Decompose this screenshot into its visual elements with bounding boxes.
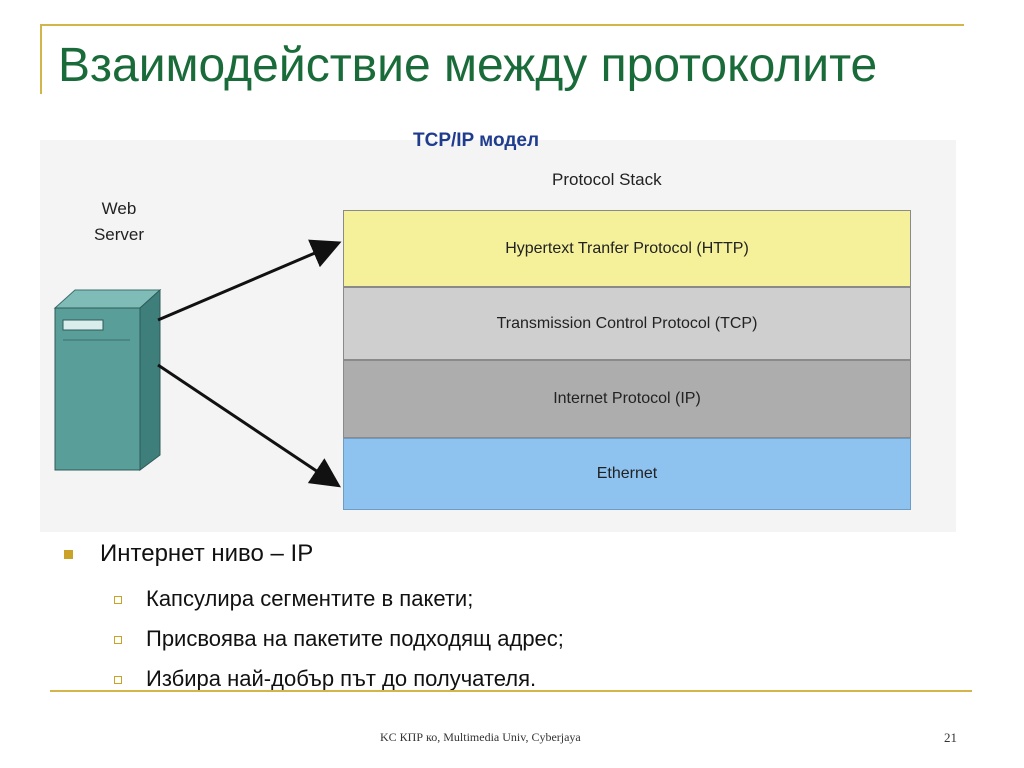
layer-tcp-label: Transmission Control Protocol (TCP) [496, 314, 758, 332]
layer-ip-label: Internet Protocol (IP) [553, 390, 701, 407]
sub-bullet-1-text: Капсулира сегментите в пакети; [146, 586, 474, 611]
top-rule [40, 24, 964, 26]
arrow-to-ethernet [157, 363, 341, 488]
layer-http-label: Hypertext Tranfer Protocol (HTTP) [505, 239, 749, 257]
slide-title: Взаимодействие между протоколите [58, 39, 878, 92]
page-number: 21 [944, 730, 957, 745]
square-bullet-icon [64, 550, 73, 559]
layer-http: Hypertext Tranfer Protocol (HTTP) [343, 210, 911, 287]
web-server-label: Web Server [86, 196, 152, 248]
sub-bullet-2-text: Присвоява на пакетите подходящ адрес; [146, 626, 564, 651]
bullet-main-text: Интернет ниво – IP [100, 540, 314, 567]
layer-ethernet: Ethernet [343, 438, 911, 510]
layer-ethernet-label: Ethernet [596, 465, 658, 482]
server-label-line-2: Server [93, 225, 145, 244]
layer-tcp: Transmission Control Protocol (TCP) [343, 287, 911, 360]
bottom-rule [50, 690, 972, 692]
hollow-square-bullet-icon [114, 676, 122, 684]
server-icon [53, 288, 162, 471]
protocol-stack-title: Protocol Stack [552, 170, 662, 189]
hollow-square-bullet-icon [114, 596, 122, 604]
arrow-to-http [157, 239, 342, 322]
left-rule [40, 24, 42, 94]
sub-bullet-3-text: Избира най-добър път до получателя. [146, 666, 537, 691]
hollow-square-bullet-icon [114, 636, 122, 644]
layer-ip: Internet Protocol (IP) [343, 360, 911, 438]
server-label-line-1: Web [101, 199, 137, 218]
slide-footer: KC КПР ко, Мultimedia Univ, Cyberjaya [380, 730, 581, 744]
diagram-subtitle: TCP/IP модел [413, 130, 540, 151]
